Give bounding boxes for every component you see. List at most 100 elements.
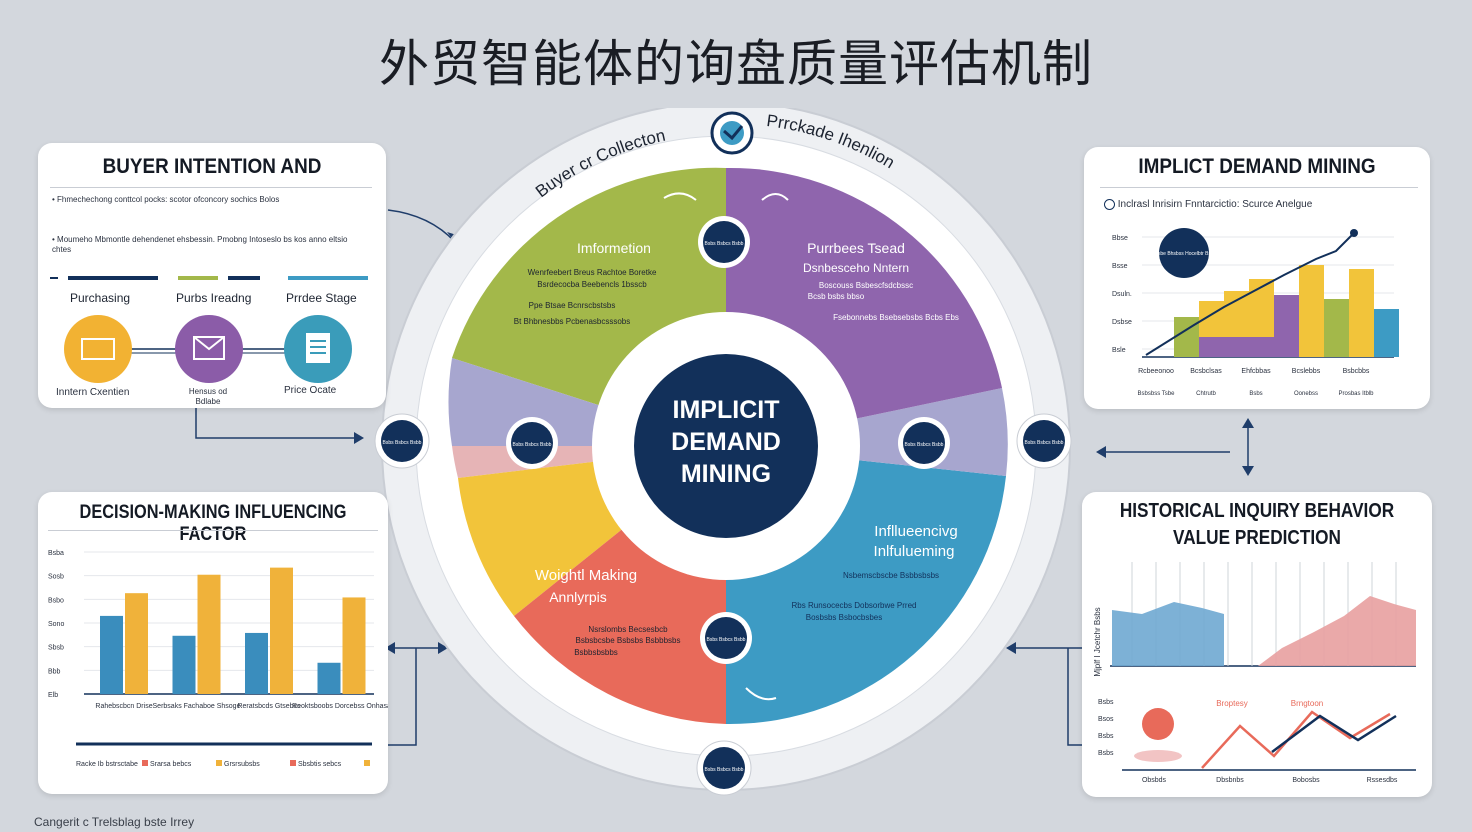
bar: [270, 567, 293, 694]
historical-inquiry-panel: HISTORICAL INQUIRY BEHAVIOR VALUE PREDIC…: [1082, 492, 1432, 797]
sub-label: Prosbas Itblb: [1338, 391, 1374, 397]
y-axis-label: Mjplf I Jcetchr Bsbs: [1093, 607, 1102, 676]
y-tick-label: Elb: [48, 692, 58, 699]
y-tick-label: Bsos: [1098, 716, 1114, 723]
sub-label: Bsbsbss Tsbe: [1138, 391, 1176, 397]
legend-label: Racke Ib bstrsctabe: [76, 761, 138, 768]
caption-2: Hensus od Bdlabe: [188, 387, 228, 406]
y-tick-label: Bbb: [48, 668, 61, 675]
y-tick-label: Dsuln.: [1112, 291, 1132, 298]
step-bar: [1324, 299, 1349, 357]
implicit-demand-subtitle: Inclrasl Inrisirn Fnntarcictio: Scurce A…: [1104, 199, 1312, 211]
x-tick-label: Bcsbclsas: [1190, 368, 1222, 375]
green-line-1: Wenrfeebert Breus Rachtoe Boretke: [528, 268, 657, 277]
implicit-demand-panel: IMPLICT DEMAND MINING Inclrasl Inrisirn …: [1084, 147, 1430, 409]
buyer-intention-panel: BUYER INTENTION AND • Fhmechechong contt…: [38, 143, 386, 408]
category-label: Reratsbcds Gtsebcs: [237, 703, 301, 710]
category-label: Serbsaks Fachaboe Shsoge: [153, 703, 241, 710]
bar: [245, 632, 268, 694]
y-tick-label: Sbsb: [48, 645, 64, 652]
implicit-demand-title: IMPLICT DEMAND MINING: [1138, 155, 1376, 178]
purple-line-2: Bcsb bsbs bbso: [808, 292, 865, 301]
blue-line-3: Bosbsbs Bsbocbsbes: [806, 613, 883, 622]
step-bar: [1199, 337, 1299, 357]
red-line-3: Bsbbsbsbbs: [574, 648, 618, 657]
node-right-outer: Bsbs Bsbcs Bsbb: [1016, 413, 1072, 469]
green-line-2: Bsrdecocba Beebencls 1bsscb: [537, 280, 647, 289]
red-area: [1258, 596, 1416, 666]
stage-bars: [50, 276, 368, 280]
green-line-4: Bt Bhbnesbbs Pcbenasbcsssobs: [514, 317, 631, 326]
svg-text:Bsbs Bsbcs Bsbb: Bsbs Bsbcs Bsbb: [707, 637, 746, 643]
node-bottom-inner: Bsbs Bsbcs Bsbb: [700, 612, 752, 664]
y-tick-label: Bsbs: [1098, 733, 1114, 740]
x-tick-label: Rssesdbs: [1367, 777, 1398, 784]
purchasing-icon: [64, 315, 132, 383]
x-tick-label: Rcbeeonoo: [1138, 368, 1174, 375]
page-title: 外贸智能体的询盘质量评估机制: [379, 35, 1093, 93]
legend-label: Grsrsubsbs: [224, 761, 260, 768]
bar: [342, 597, 366, 694]
footer-credit: Cangerit c Trelsblag bste Irrey: [34, 815, 195, 829]
y-tick-label: Bsbo: [48, 597, 64, 604]
blue-subtitle: Inlfulueming: [874, 543, 955, 560]
buyer-intention-title: BUYER INTENTION AND: [102, 155, 322, 178]
stage-label-2: Purbs Ireadng: [176, 291, 252, 305]
caption-1: Inntern Cxentien: [56, 387, 130, 398]
legend-swatch: [364, 760, 370, 766]
center-title-2: DEMAND: [671, 428, 781, 456]
svg-text:Bsbs Bsbcs Bsbb: Bsbs Bsbcs Bsbb: [705, 767, 744, 773]
legend-label: Sbsbtis sebcs: [298, 761, 342, 768]
purple-line-1: Boscouss Bsbescfsdcbssc: [819, 281, 913, 290]
red-bubble: [1142, 708, 1174, 740]
y-tick-label: Bsse: [1112, 263, 1128, 270]
trend-line: [1145, 232, 1355, 356]
red-line-1: Nsrslombs Becsesbcb: [588, 625, 668, 634]
sub-label: Bsbs: [1249, 391, 1262, 397]
stage-label-1: Purchasing: [70, 291, 131, 305]
green-line-3: Ppe Btsae Bcnrscbstsbs: [529, 301, 616, 310]
purple-title: Purrbees Tsead: [807, 240, 905, 256]
stage-icons: [64, 315, 352, 383]
x-tick-label: Bsbcbbs: [1343, 368, 1370, 375]
red-line-2: Bsbsbcsbe Bsbsbs Bsbbbsbs: [576, 636, 681, 645]
center-title-3: MINING: [681, 460, 771, 488]
sub-label: Oonebss: [1294, 391, 1318, 397]
blue-title: Infllueencivg: [874, 523, 957, 540]
legend-label: Brngtoon: [1291, 699, 1323, 708]
legend-swatch: [142, 760, 148, 766]
bullet-1: • Fhmechechong conttcol pocks: scotor of…: [52, 195, 280, 204]
info-icon: [1104, 199, 1115, 210]
node-left-inner: Bsbs Bsbcs Bsbb: [506, 417, 558, 469]
sub-label: Chtrutb: [1196, 391, 1216, 397]
blue-line-1: Nsbemscbscbe Bsbbsbsbs: [843, 571, 939, 580]
y-tick-label: Bsbs: [1098, 699, 1114, 706]
stage-label-3: Prrdee Stage: [286, 291, 357, 305]
center-diagram: IMPLICIT DEMAND MINING Buyer cr Collecto…: [374, 108, 1072, 796]
caption-3: Price Ocate: [284, 385, 337, 396]
legend-swatch: [290, 760, 296, 766]
y-tick-label: Bsbs: [1098, 750, 1114, 757]
bar: [172, 635, 196, 694]
blue-line-2: Rbs Runsocecbs Dobsorbwe Prred: [792, 601, 917, 610]
node-left-outer: Bsbs Bsbcs Bsbb: [374, 413, 430, 469]
step-bar: [1174, 317, 1199, 357]
purple-subtitle: Dsnbesceho Nntern: [803, 261, 909, 275]
bar: [197, 574, 221, 694]
decision-factor-title: DECISION-MAKING INFLUENCING FACTOR: [79, 502, 347, 545]
y-tick-label: Dsbse: [1112, 319, 1132, 326]
shadow: [1134, 750, 1182, 762]
svg-text:Bsbs Bsbcs Bsbb: Bsbs Bsbcs Bsbb: [1025, 440, 1064, 446]
bar: [317, 662, 341, 694]
y-tick-label: Bsle: [1112, 347, 1126, 354]
svg-text:Bsbs Bsbcs Bsbb: Bsbs Bsbcs Bsbb: [705, 241, 744, 247]
historical-title-1: HISTORICAL INQUIRY BEHAVIOR: [1119, 500, 1395, 522]
green-title: Imformetion: [577, 240, 651, 256]
historical-title-2: VALUE PREDICTION: [1173, 527, 1341, 549]
y-tick-label: Sosb: [48, 574, 64, 581]
red-line: [1201, 710, 1391, 769]
